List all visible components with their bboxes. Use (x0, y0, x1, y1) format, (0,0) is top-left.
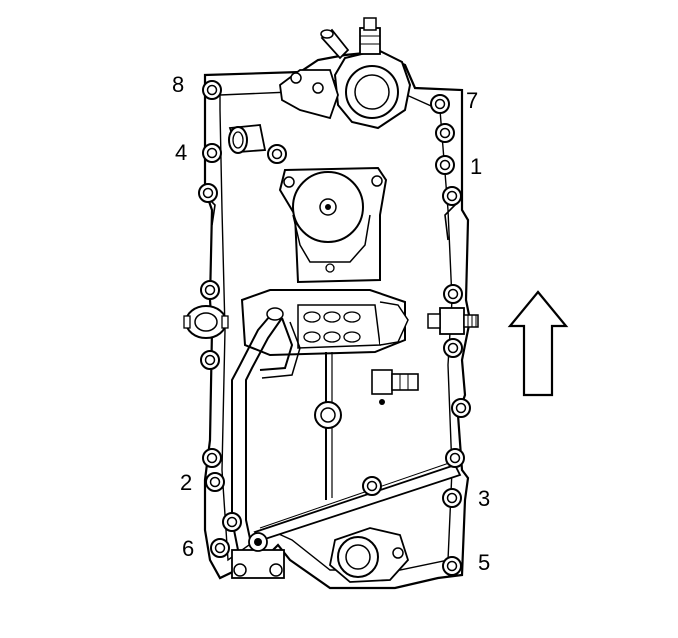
left-drain-plug (183, 305, 229, 339)
callout-5: 5 (478, 550, 491, 575)
right-oil-sensor (427, 307, 479, 335)
oil-temp-sensor (371, 369, 419, 405)
oil-filter-block (240, 289, 409, 357)
callout-6: 6 (182, 536, 195, 561)
oil-level-sensor-port (228, 124, 267, 154)
bolt-2 (205, 472, 225, 492)
oil-pump-housing (279, 17, 412, 130)
pickup-housing (278, 166, 388, 284)
bolt-7 (430, 94, 450, 114)
bolt-6 (210, 538, 230, 558)
rear-drain-port (329, 527, 410, 583)
callout-4: 4 (175, 140, 188, 165)
callout-1: 1 (470, 154, 483, 179)
callout-7: 7 (466, 88, 479, 113)
callout-8: 8 (172, 72, 185, 97)
bolt-1 (435, 155, 455, 175)
callout-3: 3 (478, 486, 491, 511)
front-direction-arrow (507, 290, 569, 397)
callout-2: 2 (180, 470, 193, 495)
bolt-5 (442, 556, 462, 576)
tube-fitting-bottom (231, 532, 285, 579)
bolt-4 (202, 143, 222, 163)
bolt-8 (202, 80, 222, 100)
bolt-3 (442, 488, 462, 508)
